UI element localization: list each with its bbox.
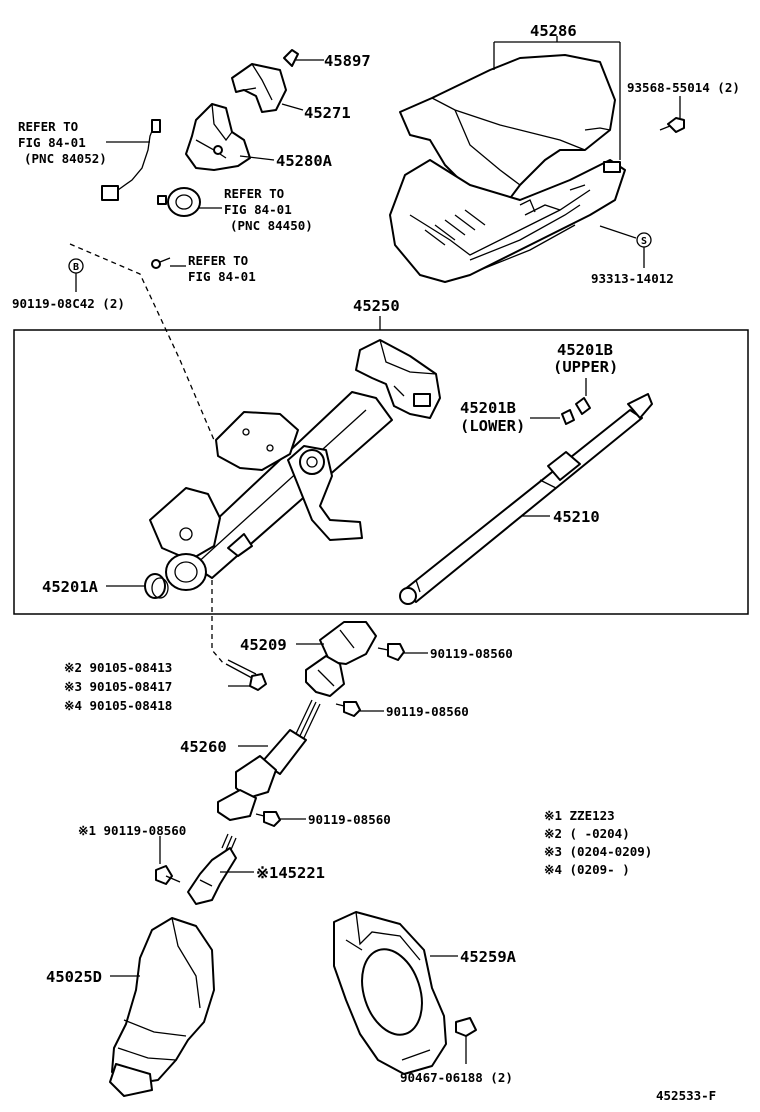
screw-93568 bbox=[659, 117, 685, 133]
label-45260: 45260 bbox=[180, 738, 227, 756]
label-90119-08560-a: 90119-08560 bbox=[430, 646, 513, 661]
label-90119-08560-b: 90119-08560 bbox=[386, 704, 469, 719]
circle-b-text: B bbox=[73, 262, 79, 273]
intermediate-shaft-45209 bbox=[305, 621, 377, 697]
label-145221: ※145221 bbox=[256, 864, 325, 882]
label-45209: 45209 bbox=[240, 636, 287, 654]
note-2: ※2 ( -0204) bbox=[544, 826, 630, 841]
bushing-45201B-upper bbox=[575, 397, 591, 415]
label-45201B-upper-1: 45201B bbox=[557, 341, 613, 359]
note-3: ※3 (0204-0209) bbox=[544, 844, 652, 859]
steering-column-tube bbox=[149, 339, 441, 591]
column-cover-upper bbox=[389, 54, 626, 283]
circle-s-text: S bbox=[641, 236, 647, 247]
main-shaft-45210 bbox=[399, 393, 653, 605]
label-93568-55014: 93568-55014 (2) bbox=[627, 80, 740, 95]
bushing-45201A bbox=[144, 573, 169, 599]
label-45286: 45286 bbox=[530, 22, 577, 40]
clip-45897 bbox=[283, 49, 299, 67]
label-90119-08C42: 90119-08C42 (2) bbox=[12, 296, 125, 311]
label-90119-08560-c: 90119-08560 bbox=[308, 812, 391, 827]
bolt-90119-08560-c bbox=[255, 811, 281, 827]
lower-shaft-45260 bbox=[217, 699, 321, 821]
bolt-90119-08560-a bbox=[377, 643, 405, 661]
label-45280A: 45280A bbox=[276, 152, 333, 170]
refer-84450-line3: (PNC 84450) bbox=[230, 218, 313, 233]
label-45201B-lower-2: (LOWER) bbox=[460, 417, 525, 435]
key-cylinder-84450 bbox=[157, 187, 201, 217]
label-90105-08413: ※2 90105-08413 bbox=[64, 660, 172, 675]
label-45250: 45250 bbox=[353, 297, 400, 315]
boot-45025D bbox=[109, 917, 215, 1097]
refer-fig-line1: REFER TO bbox=[188, 253, 248, 268]
label-45201A: 45201A bbox=[42, 578, 99, 596]
label-93313-14012: 93313-14012 bbox=[591, 271, 674, 286]
label-45897: 45897 bbox=[324, 52, 371, 70]
yoke-145221 bbox=[187, 833, 237, 905]
note-1: ※1 ZZE123 bbox=[544, 808, 615, 823]
wire-harness-84052 bbox=[101, 119, 161, 201]
switch-45280A bbox=[185, 103, 251, 171]
bolt-90119-08560-b bbox=[335, 701, 361, 717]
label-90105-08417: ※3 90105-08417 bbox=[64, 679, 172, 694]
label-45201B-lower-1: 45201B bbox=[460, 399, 516, 417]
label-45025D: 45025D bbox=[46, 968, 102, 986]
label-1-90119-08560: ※1 90119-08560 bbox=[78, 823, 186, 838]
cover-45259A bbox=[333, 911, 447, 1075]
label-45271: 45271 bbox=[304, 104, 351, 122]
diagram-code: 452533-F bbox=[656, 1088, 716, 1103]
label-45210: 45210 bbox=[553, 508, 600, 526]
refer-fig-line2: FIG 84-01 bbox=[188, 269, 256, 284]
bolt-1-90119-08560 bbox=[155, 865, 181, 885]
note-4: ※4 (0209- ) bbox=[544, 862, 630, 877]
label-45259A: 45259A bbox=[460, 948, 517, 966]
screw-refer bbox=[151, 257, 171, 269]
label-90467-06188: 90467-06188 (2) bbox=[400, 1070, 513, 1085]
bushing-45201B-lower bbox=[561, 409, 575, 425]
refer-84052-line1: REFER TO bbox=[18, 119, 78, 134]
label-90105-08418: ※4 90105-08418 bbox=[64, 698, 172, 713]
bolt-90105 bbox=[225, 659, 267, 691]
refer-84450-line1: REFER TO bbox=[224, 186, 284, 201]
column-assembly-box bbox=[13, 329, 749, 615]
clip-90467 bbox=[455, 1017, 477, 1044]
refer-84450-line2: FIG 84-01 bbox=[224, 202, 292, 217]
label-45201B-upper-2: (UPPER) bbox=[553, 358, 618, 376]
refer-84052-line2: FIG 84-01 bbox=[18, 135, 86, 150]
bracket-45271 bbox=[231, 63, 287, 113]
refer-84052-line3: (PNC 84052) bbox=[24, 151, 107, 166]
